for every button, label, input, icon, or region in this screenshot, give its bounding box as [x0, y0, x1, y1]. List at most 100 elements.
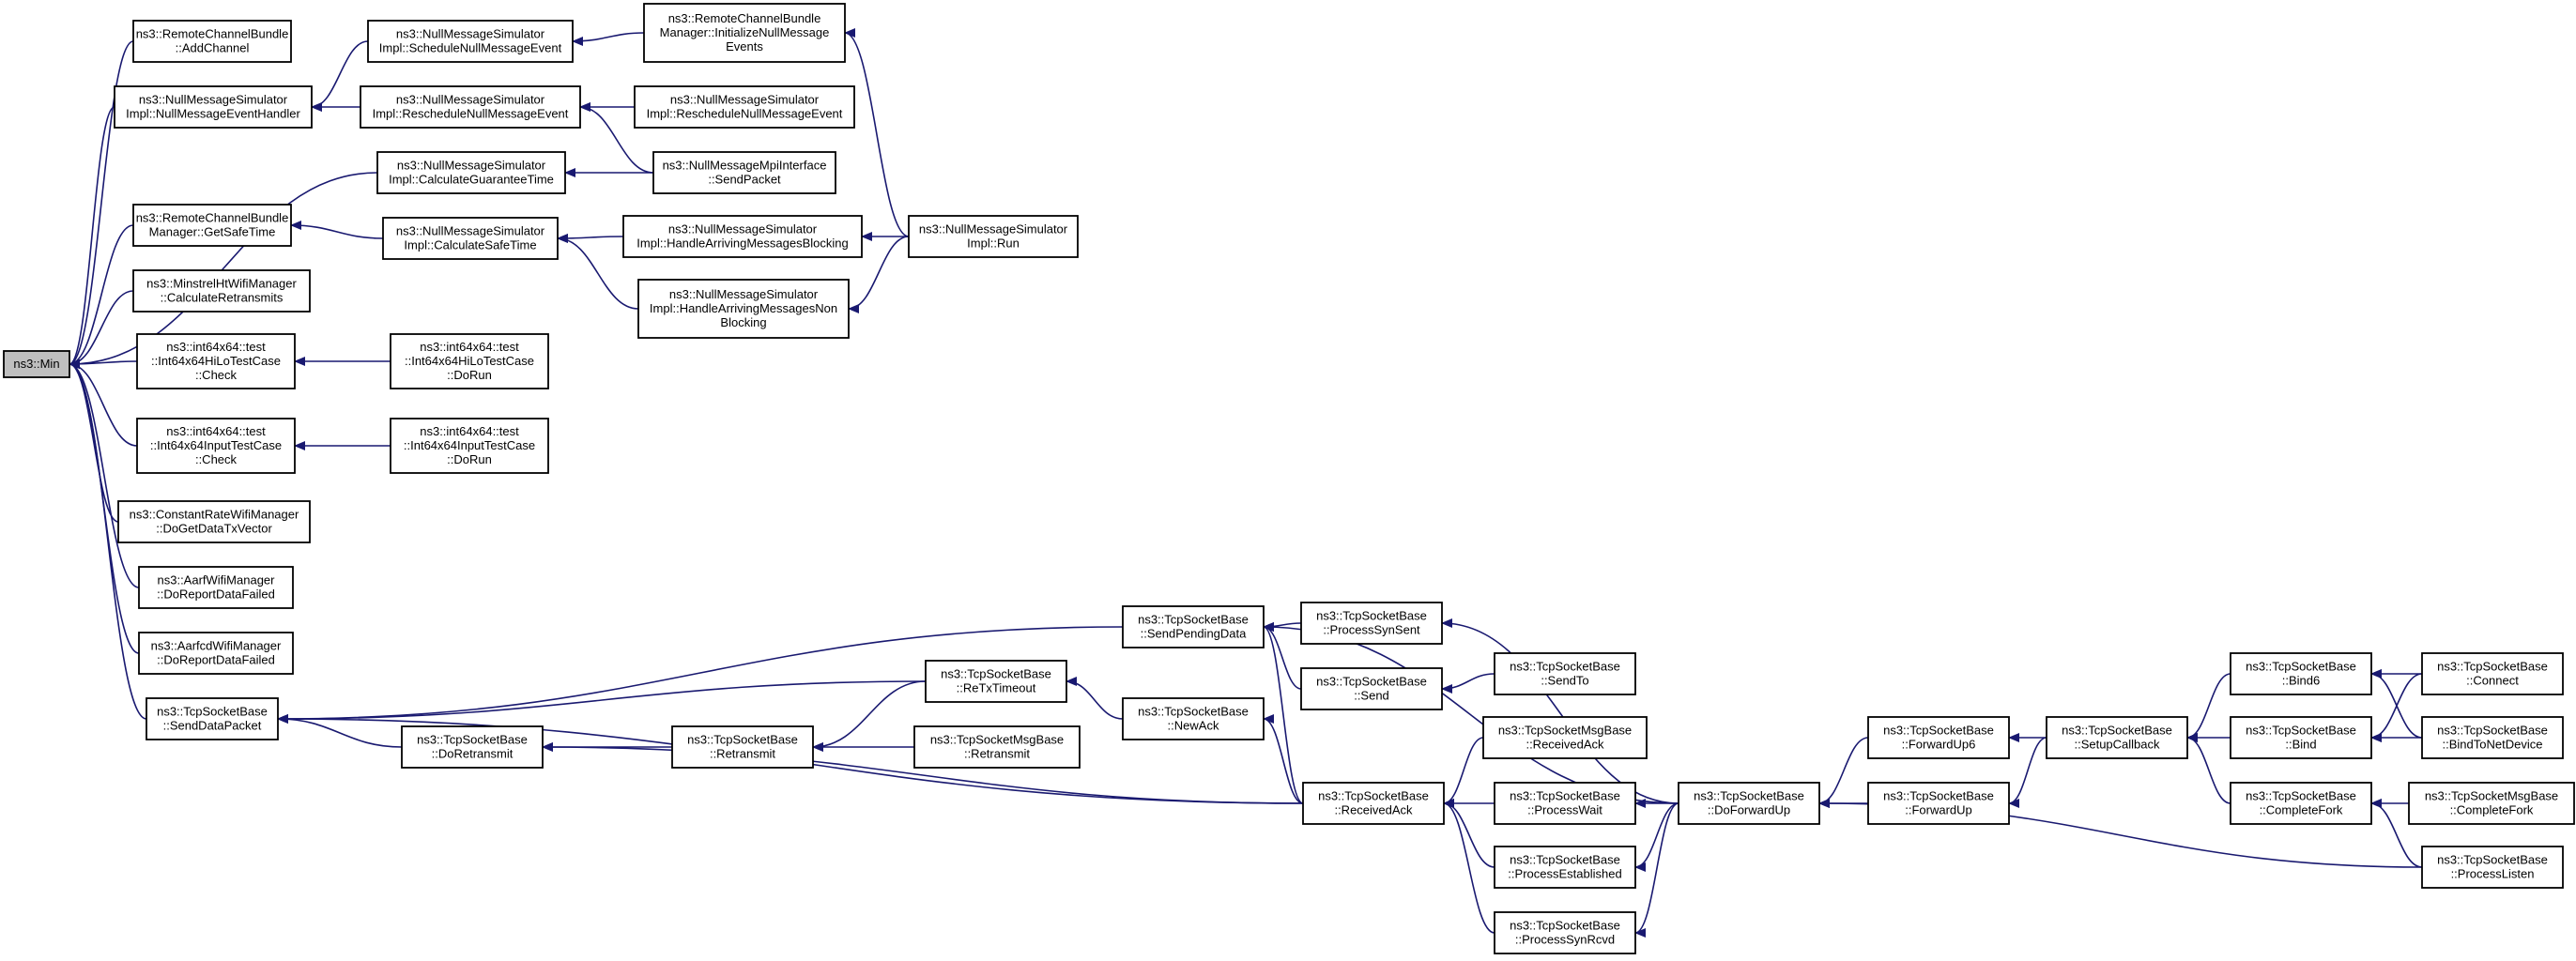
node-box	[2421, 846, 2564, 889]
node-label-line: ns3::NullMessageSimulator	[396, 224, 545, 238]
node-min[interactable]: ns3::Min	[3, 350, 70, 378]
node-box	[1122, 697, 1265, 740]
node-completefork[interactable]: ns3::TcpSocketBase::CompleteFork	[2230, 782, 2372, 825]
node-box	[132, 20, 292, 63]
node-bind[interactable]: ns3::TcpSocketBase::Bind	[2230, 716, 2372, 759]
node-bindtonet[interactable]: ns3::TcpSocketBase::BindToNetDevice	[2421, 716, 2564, 759]
node-connect[interactable]: ns3::TcpSocketBase::Connect	[2421, 652, 2564, 695]
node-hilocheck[interactable]: ns3::int64x64::test::Int64x64HiLoTestCas…	[136, 333, 296, 389]
node-label-line: ns3::TcpSocketBase	[687, 733, 798, 747]
edge-addch-to-min	[69, 40, 134, 369]
node-label-line: ns3::RemoteChannelBundle	[136, 211, 289, 225]
node-label-line: ns3::TcpSocketBase	[2246, 660, 2356, 674]
node-inputcheck[interactable]: ns3::int64x64::test::Int64x64InputTestCa…	[136, 418, 296, 474]
node-box	[1678, 782, 1820, 825]
node-recvack[interactable]: ns3::TcpSocketBase::ReceivedAck	[1302, 782, 1445, 825]
node-label-line: Impl::HandleArrivingMessagesBlocking	[636, 236, 848, 251]
node-retrans[interactable]: ns3::TcpSocketBase::Retransmit	[671, 725, 814, 769]
node-msgretrans[interactable]: ns3::TcpSocketMsgBase::Retransmit	[913, 725, 1081, 769]
edge-mpisend-to-reschedA	[579, 102, 654, 174]
node-psynrcvd[interactable]: ns3::TcpSocketBase::ProcessSynRcvd	[1494, 911, 1636, 954]
node-reschedA[interactable]: ns3::NullMessageSimulatorImpl::Reschedul…	[360, 85, 581, 129]
node-box	[390, 418, 549, 474]
edge-calcsafe-to-getsafe	[290, 221, 384, 239]
node-mpisend[interactable]: ns3::NullMessageMpiInterface::SendPacket	[652, 151, 836, 194]
node-bind6[interactable]: ns3::TcpSocketBase::Bind6	[2230, 652, 2372, 695]
node-label-line: ns3::int64x64::test	[166, 424, 266, 438]
node-schednull[interactable]: ns3::NullMessageSimulatorImpl::ScheduleN…	[367, 20, 574, 63]
node-label-line: ns3::TcpSocketBase	[1510, 789, 1620, 803]
node-rtxtimeout[interactable]: ns3::TcpSocketBase::ReTxTimeout	[925, 660, 1067, 703]
node-constrate[interactable]: ns3::ConstantRateWifiManager::DoGetDataT…	[117, 500, 311, 543]
node-addch[interactable]: ns3::RemoteChannelBundle::AddChannel	[132, 20, 292, 63]
node-minstrel[interactable]: ns3::MinstrelHtWifiManager::CalculateRet…	[132, 269, 311, 313]
node-inputrun[interactable]: ns3::int64x64::test::Int64x64InputTestCa…	[390, 418, 549, 474]
node-box	[652, 151, 836, 194]
node-label-line: ::ProcessSynRcvd	[1515, 933, 1615, 947]
edge-senddata-to-min	[69, 359, 147, 720]
node-pestab[interactable]: ns3::TcpSocketBase::ProcessEstablished	[1494, 846, 1636, 889]
edge-rtxtimeout-to-retrans	[812, 680, 927, 752]
edge-simrun-to-initnull	[844, 28, 910, 237]
edge-connect-to-bind	[2370, 673, 2423, 742]
node-dofwd[interactable]: ns3::TcpSocketBase::DoForwardUp	[1678, 782, 1820, 825]
node-harrnon[interactable]: ns3::NullMessageSimulatorImpl::HandleArr…	[637, 279, 850, 339]
node-label-line: ns3::NullMessageSimulator	[139, 93, 288, 107]
node-box	[1482, 716, 1648, 759]
node-hilorun[interactable]: ns3::int64x64::test::Int64x64HiLoTestCas…	[390, 333, 549, 389]
node-label-line: ns3::TcpSocketBase	[2246, 789, 2356, 803]
edge-recvack-to-newack	[1263, 714, 1304, 804]
node-box	[913, 725, 1081, 769]
node-box	[132, 269, 311, 313]
edge-recvack-to-sendpending	[1263, 622, 1304, 804]
node-label-line: ns3::MinstrelHtWifiManager	[146, 277, 297, 291]
node-sendpending[interactable]: ns3::TcpSocketBase::SendPendingData	[1122, 605, 1265, 648]
node-msgcomplete[interactable]: ns3::TcpSocketMsgBase::CompleteFork	[2408, 782, 2575, 825]
node-aarf[interactable]: ns3::AarfWifiManager::DoReportDataFailed	[138, 566, 294, 609]
node-synsent[interactable]: ns3::TcpSocketBase::ProcessSynSent	[1300, 602, 1443, 645]
node-label-line: ns3::AarfWifiManager	[158, 573, 276, 587]
node-calcguar[interactable]: ns3::NullMessageSimulatorImpl::Calculate…	[376, 151, 566, 194]
node-getsafe[interactable]: ns3::RemoteChannelBundleManager::GetSafe…	[132, 204, 292, 247]
node-newack[interactable]: ns3::TcpSocketBase::NewAck	[1122, 697, 1265, 740]
node-box	[1494, 782, 1636, 825]
edge-nmhandler-to-min	[69, 106, 115, 369]
node-label-line: ::ReTxTimeout	[957, 681, 1036, 695]
node-harrblock[interactable]: ns3::NullMessageSimulatorImpl::HandleArr…	[622, 215, 863, 258]
edge-fwd6-to-dofwd	[1818, 737, 1869, 808]
node-fwd6[interactable]: ns3::TcpSocketBase::ForwardUp6	[1867, 716, 2010, 759]
node-box	[2230, 652, 2372, 695]
node-box	[1494, 911, 1636, 954]
node-label-line: ::CalculateRetransmits	[161, 291, 284, 305]
node-label-line: ns3::TcpSocketBase	[1883, 724, 1994, 738]
node-pwait[interactable]: ns3::TcpSocketBase::ProcessWait	[1494, 782, 1636, 825]
node-aarfcd[interactable]: ns3::AarfcdWifiManager::DoReportDataFail…	[138, 632, 294, 675]
node-sendto[interactable]: ns3::TcpSocketBase::SendTo	[1494, 652, 1636, 695]
node-label-line: ns3::TcpSocketBase	[2246, 724, 2356, 738]
node-label-line: ns3::TcpSocketMsgBase	[1498, 724, 1632, 738]
node-doretrans[interactable]: ns3::TcpSocketBase::DoRetransmit	[401, 725, 544, 769]
node-label-line: ns3::TcpSocketBase	[2437, 660, 2548, 674]
node-label-line: ::SendPendingData	[1141, 627, 1248, 641]
node-calcsafe[interactable]: ns3::NullMessageSimulatorImpl::Calculate…	[382, 217, 559, 260]
node-plisten[interactable]: ns3::TcpSocketBase::ProcessListen	[2421, 846, 2564, 889]
node-label-line: ::DoRun	[447, 368, 492, 382]
node-box	[2408, 782, 2575, 825]
node-reschedB[interactable]: ns3::NullMessageSimulatorImpl::Reschedul…	[634, 85, 855, 129]
node-box	[114, 85, 313, 129]
node-senddata[interactable]: ns3::TcpSocketBase::SendDataPacket	[146, 697, 279, 740]
node-label-line: ns3::TcpSocketBase	[157, 705, 268, 719]
node-box	[1122, 605, 1265, 648]
node-msgrecvack[interactable]: ns3::TcpSocketMsgBase::ReceivedAck	[1482, 716, 1648, 759]
node-initnull[interactable]: ns3::RemoteChannelBundleManager::Initial…	[643, 3, 846, 63]
node-label-line: Impl::ScheduleNullMessageEvent	[379, 41, 562, 55]
node-label-line: ::Retransmit	[710, 747, 775, 761]
node-nmhandler[interactable]: ns3::NullMessageSimulatorImpl::NullMessa…	[114, 85, 313, 129]
node-fwd[interactable]: ns3::TcpSocketBase::ForwardUp	[1867, 782, 2010, 825]
node-label-line: ::DoGetDataTxVector	[156, 522, 272, 536]
node-setupcb[interactable]: ns3::TcpSocketBase::SetupCallback	[2046, 716, 2188, 759]
node-send[interactable]: ns3::TcpSocketBase::Send	[1300, 667, 1443, 710]
node-label-line: ns3::NullMessageSimulator	[397, 159, 546, 173]
node-box	[360, 85, 581, 129]
